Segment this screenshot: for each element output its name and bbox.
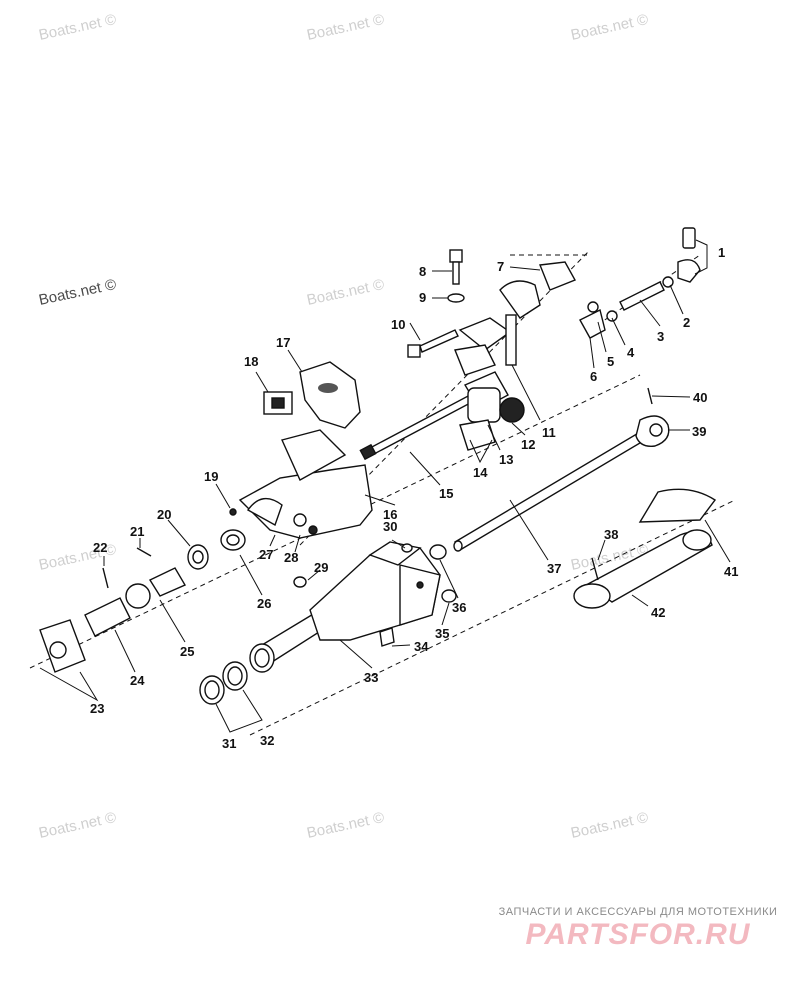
gear-12 [499, 397, 525, 423]
partsfor-banner: ЗАПЧАСТИ И АКСЕССУАРЫ ДЛЯ МОТОТЕХНИКИ PA… [488, 906, 788, 952]
watermark: Boats.net © [305, 11, 385, 44]
part-label: 37 [547, 561, 561, 576]
pin-22 [102, 567, 109, 589]
watermark: Boats.net © [569, 11, 649, 44]
star-25 [125, 583, 151, 609]
watermark: Boats.net © [37, 11, 117, 44]
part-label: 24 [130, 673, 145, 688]
bolt-35 [441, 589, 457, 603]
bolt-34 [379, 627, 395, 647]
dashed-axis-upper [299, 249, 591, 546]
dashed-axis-lower [29, 374, 641, 669]
sleeve-41 [638, 488, 717, 523]
pin-21 [136, 547, 152, 557]
part-label: 2 [683, 315, 690, 330]
block-14-lower [459, 419, 496, 451]
bolt-1 [682, 227, 696, 249]
bracket-16 [238, 429, 373, 539]
clip-6 [579, 308, 606, 339]
bolts-8-10 [407, 249, 465, 358]
clamp-39 [635, 387, 670, 447]
assembly-guide-lines [29, 249, 736, 736]
cylinder-42 [573, 529, 713, 609]
part-label: 21 [130, 524, 144, 539]
clip-18 [263, 391, 293, 415]
pin-38 [591, 557, 599, 581]
pin-40 [647, 387, 653, 405]
part-label: 27 [259, 547, 273, 562]
shaft-15 [359, 394, 476, 461]
part-label: 15 [439, 486, 453, 501]
coupler-24 [84, 597, 131, 637]
part-label: 18 [244, 354, 258, 369]
watermark: Boats.net © [37, 809, 117, 842]
small-fasteners [229, 508, 457, 647]
part-label: 31 [222, 736, 236, 751]
coupling-20-26 [84, 529, 246, 637]
nut-36 [429, 544, 447, 560]
part-label: 40 [693, 390, 707, 405]
part-label: 9 [419, 290, 426, 305]
part-label: 36 [452, 600, 466, 615]
part-label: 3 [657, 329, 664, 344]
banner-tagline: ЗАПЧАСТИ И АКСЕССУАРЫ ДЛЯ МОТОТЕХНИКИ [498, 906, 778, 918]
part-label: 25 [180, 644, 194, 659]
shift-assembly [454, 261, 576, 451]
part-label: 23 [90, 701, 104, 716]
bolt-8-head [449, 249, 463, 263]
cover-17 [299, 361, 361, 429]
watermark: Boats.net © [305, 809, 385, 842]
part-label: 39 [692, 424, 706, 439]
part-label: 29 [314, 560, 328, 575]
watermark: Boats.net © [569, 809, 649, 842]
part-label: 10 [391, 317, 405, 332]
washer-9 [447, 293, 465, 303]
leader-lines [39, 239, 731, 733]
part-label: 7 [497, 259, 504, 274]
part-label: 22 [93, 540, 107, 555]
part-label: 8 [419, 264, 426, 279]
linkage-1-6 [579, 227, 701, 339]
part-label: 16 [383, 507, 397, 522]
part-label: 35 [435, 626, 449, 641]
part-label: 33 [364, 670, 378, 685]
part-label: 5 [607, 354, 614, 369]
part-label: 13 [499, 452, 513, 467]
part-label: 38 [604, 527, 618, 542]
bolt-29 [293, 576, 307, 588]
part-label: 4 [627, 345, 635, 360]
part-label: 30 [383, 519, 397, 534]
part-label: 14 [473, 465, 488, 480]
part-label: 12 [521, 437, 535, 452]
part-label: 11 [542, 425, 556, 440]
part-label: 17 [276, 335, 290, 350]
plate-23 [39, 619, 86, 673]
screw-19 [229, 508, 237, 516]
watermark: Boats.net © [305, 276, 385, 309]
screw-30 [401, 543, 413, 553]
part-label: 28 [284, 550, 298, 565]
part-label: 32 [260, 733, 274, 748]
lever-7 [499, 280, 541, 319]
part-label: 1 [718, 245, 725, 260]
watermark: Boats.net © [37, 276, 117, 309]
washer-4 [606, 310, 618, 322]
part-labels: 1 2 3 4 5 6 7 8 9 10 11 12 13 14 15 16 1… [90, 245, 738, 751]
part-label: 34 [414, 639, 429, 654]
part-label: 41 [724, 564, 738, 579]
rings-31-32 [199, 661, 248, 705]
swivel-housing-33 [249, 541, 441, 673]
part-label: 19 [204, 469, 218, 484]
part-label: 6 [590, 369, 597, 384]
nut-2 [662, 276, 674, 288]
rod-3 [619, 281, 665, 311]
part-label: 42 [651, 605, 665, 620]
bolt-10-head [407, 344, 421, 358]
part-label: 26 [257, 596, 271, 611]
banner-brand-logo: PARTSFOR.RU [525, 918, 751, 951]
part-label: 20 [157, 507, 171, 522]
